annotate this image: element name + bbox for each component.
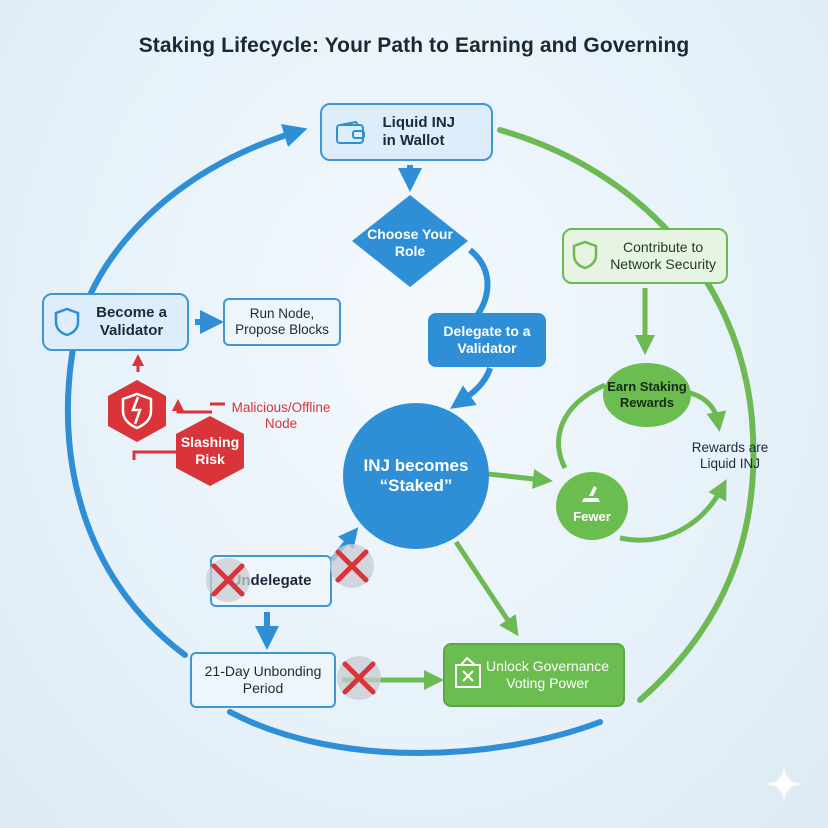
- become-validator-node[interactable]: Become a Validator: [42, 293, 189, 351]
- wallet-icon: [336, 121, 365, 144]
- fewer-node[interactable]: Fewer: [556, 472, 628, 540]
- unbonding-node[interactable]: 21-Day Unbonding Period: [190, 652, 336, 708]
- broken-shield-hexagon: [108, 380, 166, 442]
- vote-hand-icon: [582, 486, 600, 502]
- delegate-label: Delegate to a Validator: [443, 323, 531, 356]
- earn-rewards-node[interactable]: Earn Staking Rewards: [603, 363, 691, 427]
- staked-label: INJ becomes “Staked”: [363, 455, 469, 495]
- choose-role-label: Choose Your Role: [367, 226, 453, 259]
- wallet-node[interactable]: Liquid INJ in Wallot: [320, 103, 493, 161]
- rewards-liquid-label: Rewards are Liquid INJ: [691, 440, 769, 472]
- shield-icon: [54, 307, 80, 337]
- cross-icon: [330, 544, 374, 588]
- become-validator-label: Become a Validator: [96, 304, 167, 339]
- earn-rewards-label: Earn Staking Rewards: [607, 379, 687, 410]
- run-node-node[interactable]: Run Node, Propose Blocks: [223, 298, 341, 346]
- staked-node[interactable]: INJ becomes “Staked”: [343, 403, 489, 549]
- contribute-node[interactable]: Contribute to Network Security: [562, 228, 728, 284]
- sparkle-icon: [766, 766, 802, 802]
- run-node-label: Run Node, Propose Blocks: [235, 305, 329, 337]
- malicious-label: Malicious/Offline Node: [231, 400, 331, 432]
- governance-label: Unlock Governance Voting Power: [486, 658, 609, 691]
- contribute-label: Contribute to Network Security: [610, 239, 716, 272]
- fewer-label: Fewer: [573, 509, 611, 525]
- shield-icon: [572, 240, 598, 270]
- choose-role-diamond[interactable]: [350, 193, 470, 289]
- unbonding-label: 21-Day Unbonding Period: [204, 663, 322, 696]
- cross-icon: [206, 558, 250, 602]
- wallet-label: Liquid INJ in Wallot: [382, 114, 456, 149]
- delegate-node[interactable]: Delegate to a Validator: [428, 313, 546, 367]
- cross-icon: [337, 656, 381, 700]
- undelegate-label: Undelegate: [230, 572, 312, 589]
- page-title: Staking Lifecycle: Your Path to Earning …: [138, 34, 690, 57]
- governance-node[interactable]: Unlock Governance Voting Power: [443, 643, 625, 707]
- ballot-box-icon: [455, 657, 481, 688]
- slashing-hexagon: [176, 416, 244, 486]
- slashing-label: Slashing Risk: [180, 434, 240, 467]
